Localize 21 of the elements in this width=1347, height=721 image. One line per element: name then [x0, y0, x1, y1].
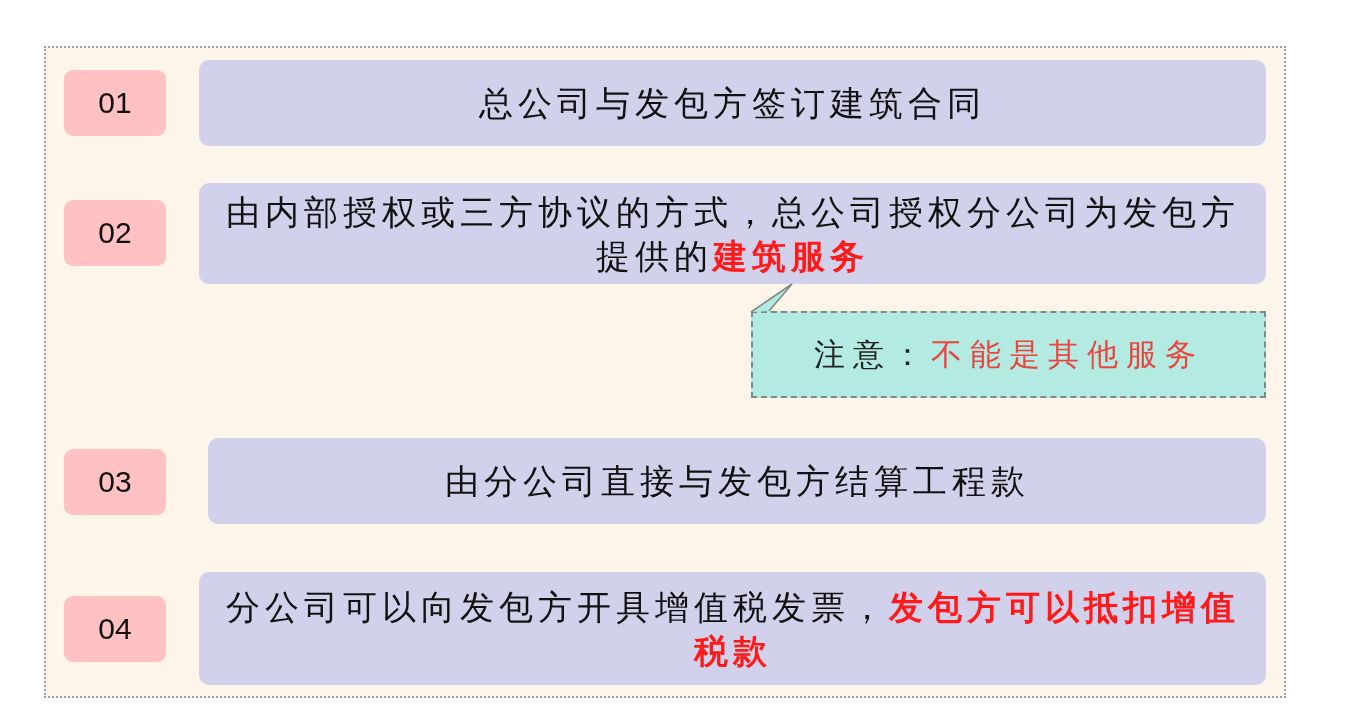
step-text: 总公司与发包方签订建筑合同	[479, 82, 986, 125]
step-text: 由内部授权或三方协议的方式，总公司授权分公司为发包方提供的建筑服务	[224, 190, 1241, 278]
step-number: 02	[98, 216, 132, 250]
dotted-frame	[44, 46, 1286, 698]
step-number: 04	[98, 612, 132, 646]
number-tag	[64, 70, 166, 136]
step-box	[199, 183, 1266, 284]
step-box	[199, 60, 1266, 146]
number-tag	[64, 200, 166, 266]
step-number: 01	[98, 86, 132, 120]
step-text: 由分公司直接与发包方结算工程款	[444, 460, 1030, 503]
step-text: 分公司可以向发包方开具增值税发票，发包方可以抵扣增值税款	[224, 585, 1241, 673]
number-tag	[64, 596, 166, 662]
note-label: 注意：	[813, 334, 931, 374]
step-number: 03	[98, 465, 132, 499]
step-box	[208, 438, 1266, 524]
note-text: 不能是其他服务	[930, 334, 1204, 374]
step-box	[199, 572, 1266, 685]
note-callout	[751, 311, 1266, 398]
callout-pointer	[750, 283, 793, 313]
number-tag	[64, 449, 166, 515]
